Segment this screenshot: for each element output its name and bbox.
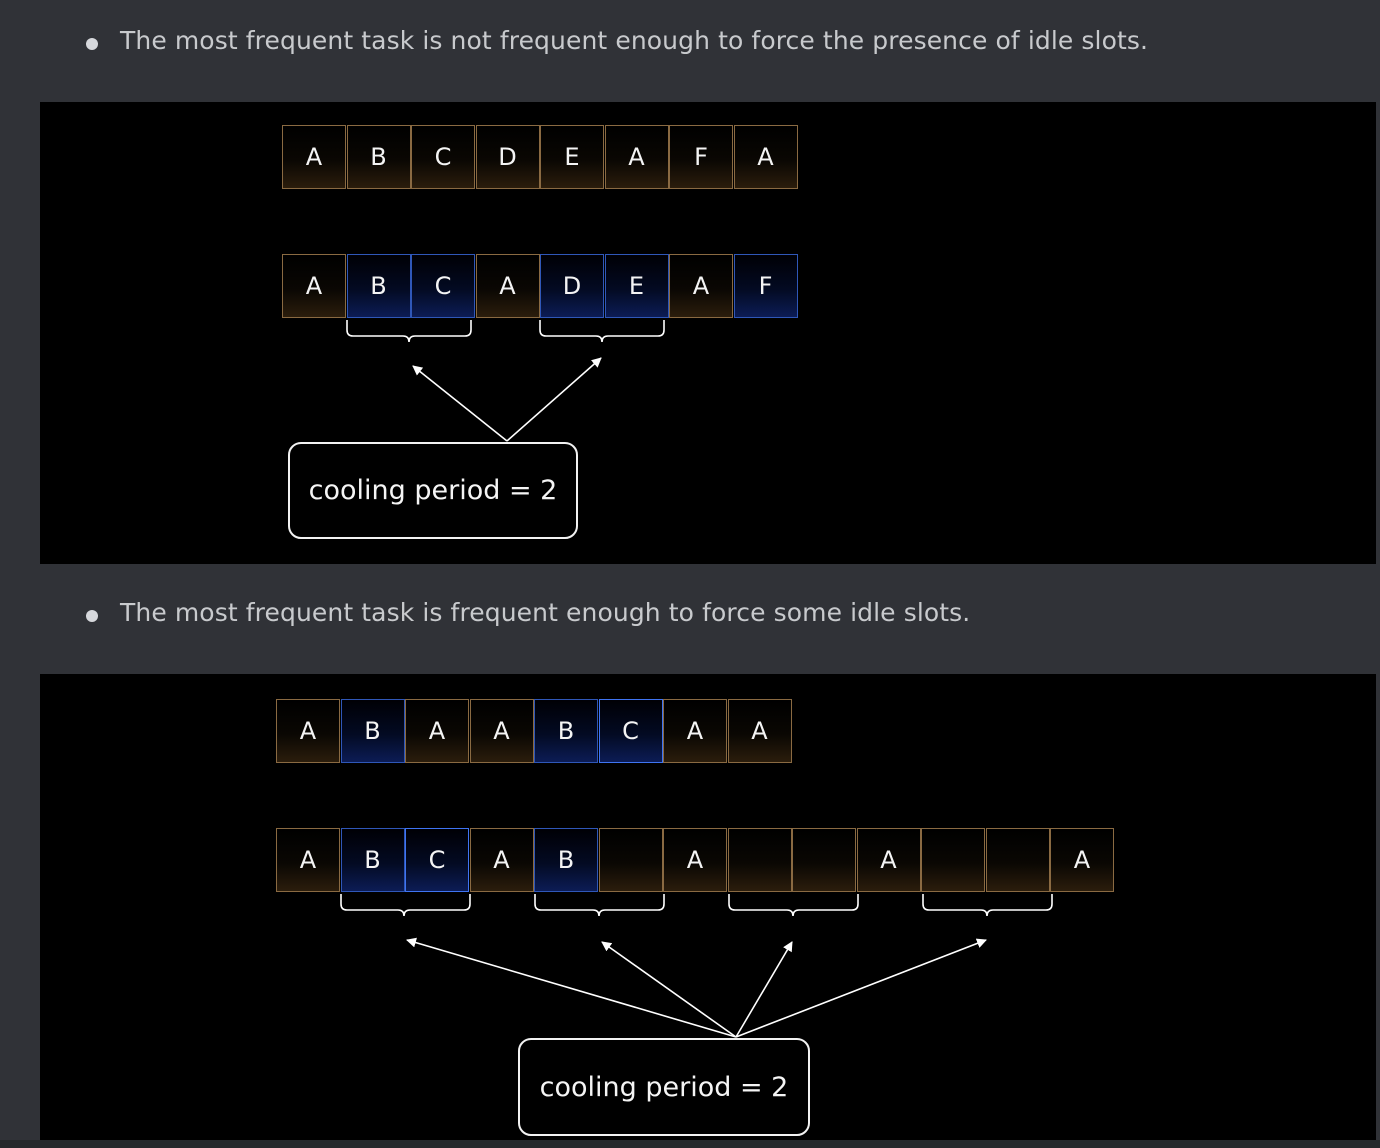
- task-cell: C: [411, 125, 475, 189]
- task-cell: A: [1050, 828, 1114, 892]
- idle-slot-cell: [921, 828, 985, 892]
- task-cell: D: [475, 125, 540, 189]
- idle-slot-cell: [792, 828, 856, 892]
- cooling-period-label: cooling period = 2: [518, 1038, 810, 1136]
- annotation-overlay: [340, 894, 1053, 1038]
- task-cell: A: [276, 699, 340, 763]
- arrow-line: [735, 941, 793, 1038]
- cooling-period-label: cooling period = 2: [288, 442, 578, 539]
- task-cell: A: [604, 125, 669, 189]
- bullet-item-1: The most frequent task is not frequent e…: [0, 22, 1380, 62]
- task-cell: A: [276, 828, 340, 892]
- annotation-overlay: [346, 320, 665, 442]
- bullet-item-2: The most frequent task is frequent enoug…: [0, 594, 1380, 634]
- bottom-divider: [0, 1140, 1380, 1148]
- task-cell: F: [669, 125, 733, 189]
- arrow-line: [506, 357, 602, 442]
- task-cell: E: [604, 254, 669, 318]
- task-cell: D: [540, 254, 604, 318]
- task-cell: B: [340, 699, 405, 763]
- task-cell: A: [669, 254, 733, 318]
- task-cell: B: [534, 699, 598, 763]
- arrow-line: [412, 365, 508, 442]
- idle-slot-cell: [985, 828, 1050, 892]
- bullet-text: The most frequent task is frequent enoug…: [120, 598, 971, 627]
- arrow-line: [735, 938, 987, 1038]
- task-cell: A: [733, 125, 798, 189]
- task-cell: E: [540, 125, 604, 189]
- bullet-dot: [86, 610, 98, 622]
- task-cell: A: [663, 699, 727, 763]
- task-cell: C: [598, 699, 663, 763]
- task-cell: C: [411, 254, 475, 318]
- task-cell: B: [346, 254, 411, 318]
- cooling-brace: [728, 894, 859, 917]
- task-cell: B: [534, 828, 598, 892]
- arrow-line: [406, 937, 737, 1038]
- task-cell: F: [733, 254, 798, 318]
- idle-slot-cell: [727, 828, 792, 892]
- cooling-brace: [340, 894, 471, 917]
- task-cell: A: [282, 254, 346, 318]
- cooling-brace: [922, 894, 1053, 917]
- arrow-line: [601, 941, 737, 1038]
- task-cell: A: [663, 828, 727, 892]
- task-cell: A: [282, 125, 346, 189]
- task-cell: C: [405, 828, 469, 892]
- task-cell: A: [475, 254, 540, 318]
- task-cell: A: [405, 699, 469, 763]
- cooling-brace: [539, 320, 665, 343]
- task-cell: B: [340, 828, 405, 892]
- task-cell: A: [727, 699, 792, 763]
- task-cell: B: [346, 125, 411, 189]
- task-cell: A: [469, 828, 534, 892]
- idle-slot-cell: [598, 828, 663, 892]
- task-cell: A: [469, 699, 534, 763]
- task-cell: A: [856, 828, 921, 892]
- bullet-dot: [86, 38, 98, 50]
- cooling-brace: [534, 894, 665, 917]
- cooling-brace: [346, 320, 472, 343]
- bullet-text: The most frequent task is not frequent e…: [120, 26, 1149, 55]
